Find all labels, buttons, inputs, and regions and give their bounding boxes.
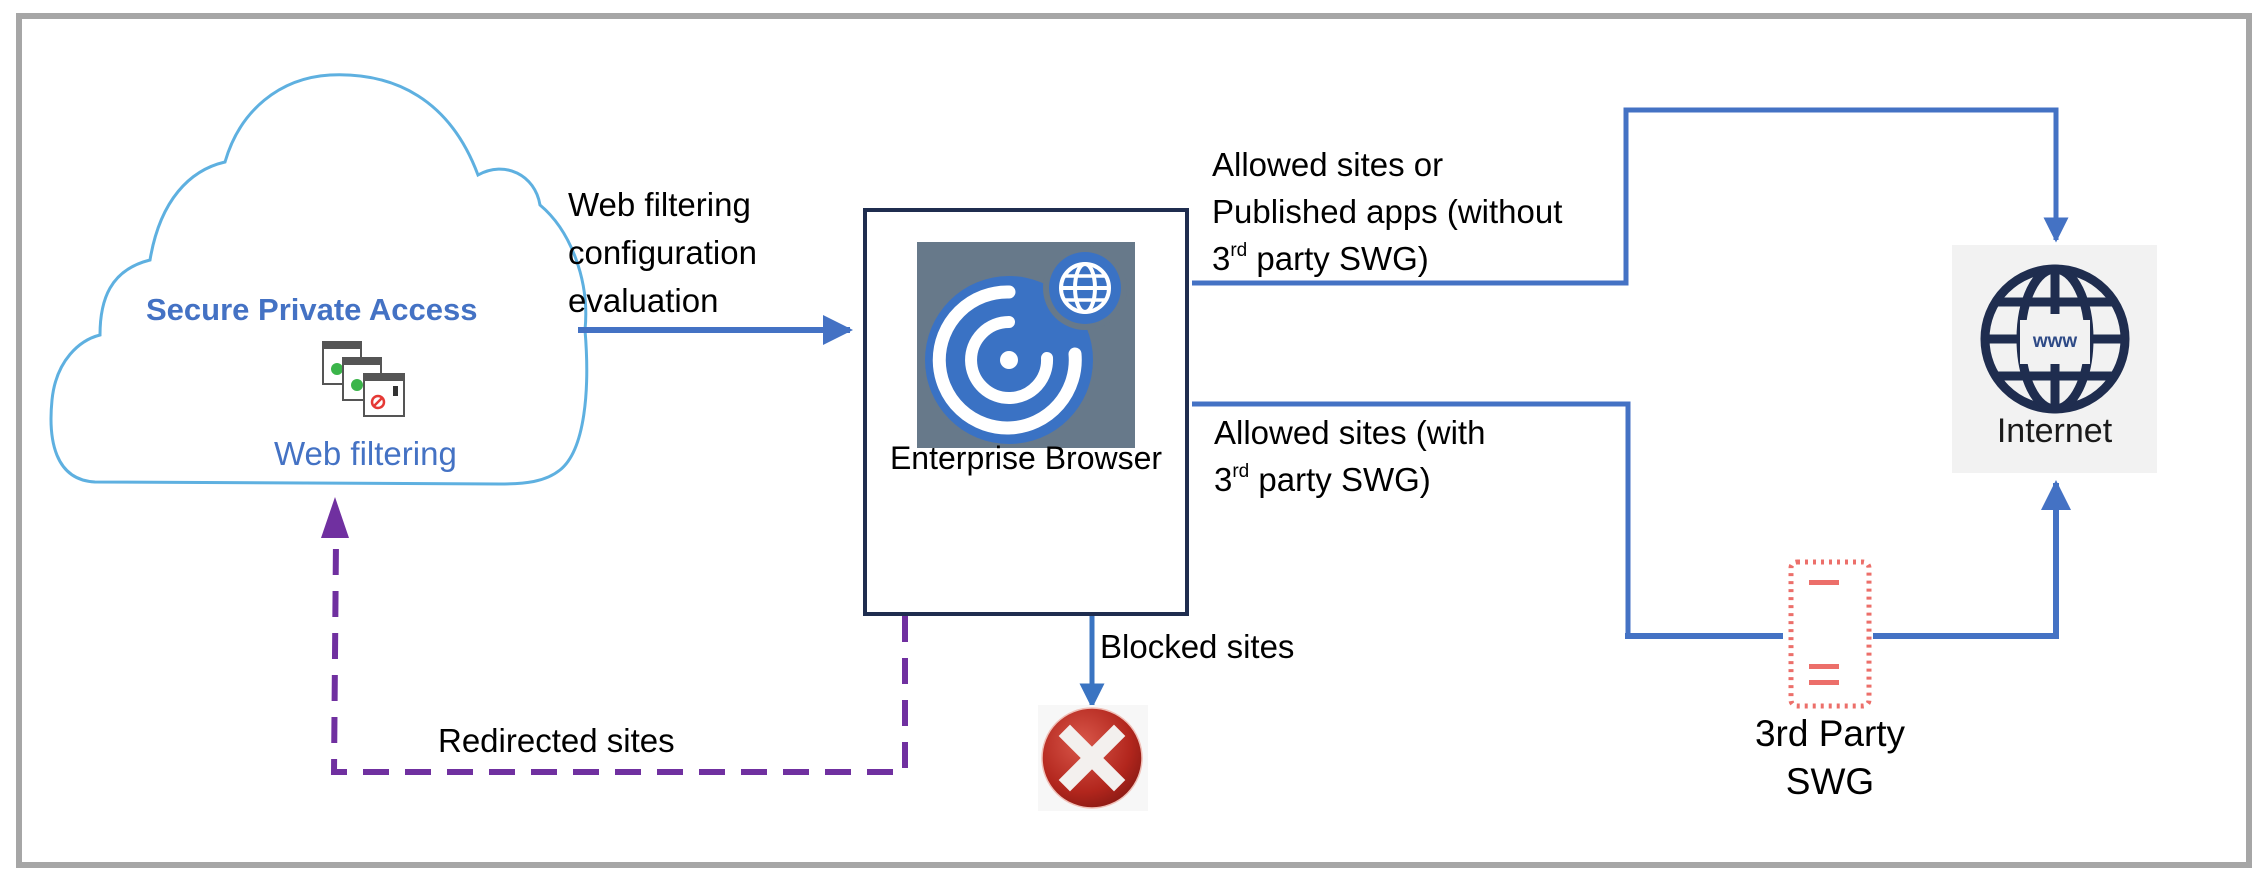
swg-to-internet-path (1873, 480, 2071, 639)
allowed-with-swg-line2-sup: rd (1232, 461, 1250, 482)
globe-www-icon: www (1980, 264, 2130, 414)
redirected-label: Redirected sites (438, 722, 675, 759)
allowed-with-swg-line2-prefix: 3 (1214, 461, 1233, 498)
browser-label: Enterprise Browser (889, 440, 1163, 476)
internet-label: Internet (1996, 412, 2113, 450)
redirect-path (330, 539, 908, 775)
config-label-line2: configuration (568, 234, 757, 271)
allowed-with-swg-path-a (1192, 401, 1631, 636)
web-filter-windows-icon (322, 341, 405, 417)
allowed-with-swg-line2: 3rd party SWG) (1214, 457, 1431, 503)
cloud-shape (49, 73, 589, 486)
config-label-line1: Web filtering (568, 186, 751, 223)
globe-badge-icon (1043, 246, 1127, 330)
blocked-x-icon (1038, 705, 1148, 811)
cloud-subtitle: Web filtering (274, 435, 457, 472)
allowed-no-swg-line3-prefix: 3 (1212, 240, 1231, 277)
allowed-no-swg-line3-suffix: party SWG) (1247, 240, 1429, 277)
redirect-arrowhead (321, 497, 349, 538)
allowed-no-swg-line3-sup: rd (1230, 240, 1248, 261)
allowed-with-swg-line1: Allowed sites (with (1214, 414, 1486, 451)
blocked-label: Blocked sites (1100, 628, 1295, 665)
allowed-with-swg-line2-suffix: party SWG) (1249, 461, 1431, 498)
swg-label: 3rd Party SWG (1720, 710, 1940, 806)
allowed-no-swg-line1: Allowed sites or (1212, 146, 1444, 183)
citrix-enterprise-browser-logo (917, 242, 1135, 448)
allowed-no-swg-path (1192, 107, 2069, 286)
cloud-title: Secure Private Access (146, 292, 478, 327)
allowed-no-swg-line2: Published apps (without (1212, 193, 1563, 230)
swg-server-icon (1788, 559, 1872, 709)
swg-label-line2: SWG (1785, 761, 1875, 802)
config-label-line3: evaluation (568, 282, 719, 319)
swg-label-line1: 3rd Party (1754, 713, 1906, 754)
globe-www-text: www (2032, 331, 2078, 352)
allowed-no-swg-line3: 3rd party SWG) (1212, 236, 1429, 282)
